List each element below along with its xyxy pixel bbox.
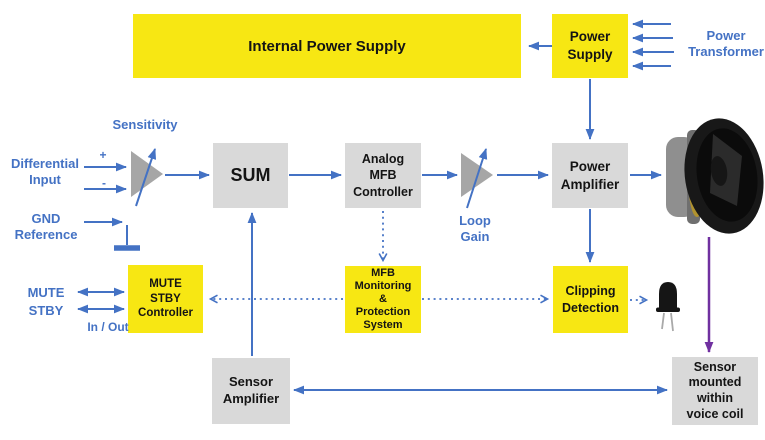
variable-gain-amplifier-icon — [131, 148, 163, 207]
speaker-icon — [666, 118, 764, 234]
analog-mfb-controller-block: Analog MFB Controller — [345, 143, 421, 208]
power-supply-block: Power Supply — [552, 14, 628, 78]
mfb-monitoring-protection-block: MFB Monitoring & Protection System — [345, 266, 421, 333]
power-transformer-label: Power Transformer — [688, 28, 764, 59]
plus-label: + — [99, 148, 107, 162]
solid-connectors — [77, 19, 674, 395]
variable-gain-amplifier-icon — [461, 148, 493, 209]
mute-stby-label: MUTE STBY — [27, 285, 65, 318]
in-out-label: In / Out — [87, 320, 129, 334]
internal-power-supply-block: Internal Power Supply — [133, 14, 521, 78]
clipping-detection-block: Clipping Detection — [553, 266, 628, 333]
sensor-voice-coil-block: Sensor mounted within voice coil — [672, 357, 758, 425]
dotted-connectors — [208, 211, 649, 305]
power-amplifier-block: Power Amplifier — [552, 143, 628, 208]
loop-gain-label: Loop Gain — [459, 213, 491, 244]
minus-label: - — [102, 176, 106, 190]
ground-icon — [114, 225, 140, 251]
sensitivity-label: Sensitivity — [112, 117, 178, 132]
sensor-amplifier-block: Sensor Amplifier — [212, 358, 290, 424]
sum-block: SUM — [213, 143, 288, 208]
gnd-reference-label: GND Reference — [14, 211, 78, 242]
differential-input-label: Differential Input — [11, 156, 79, 187]
mute-stby-controller-block: MUTE STBY Controller — [128, 265, 203, 333]
led-icon — [656, 282, 680, 332]
